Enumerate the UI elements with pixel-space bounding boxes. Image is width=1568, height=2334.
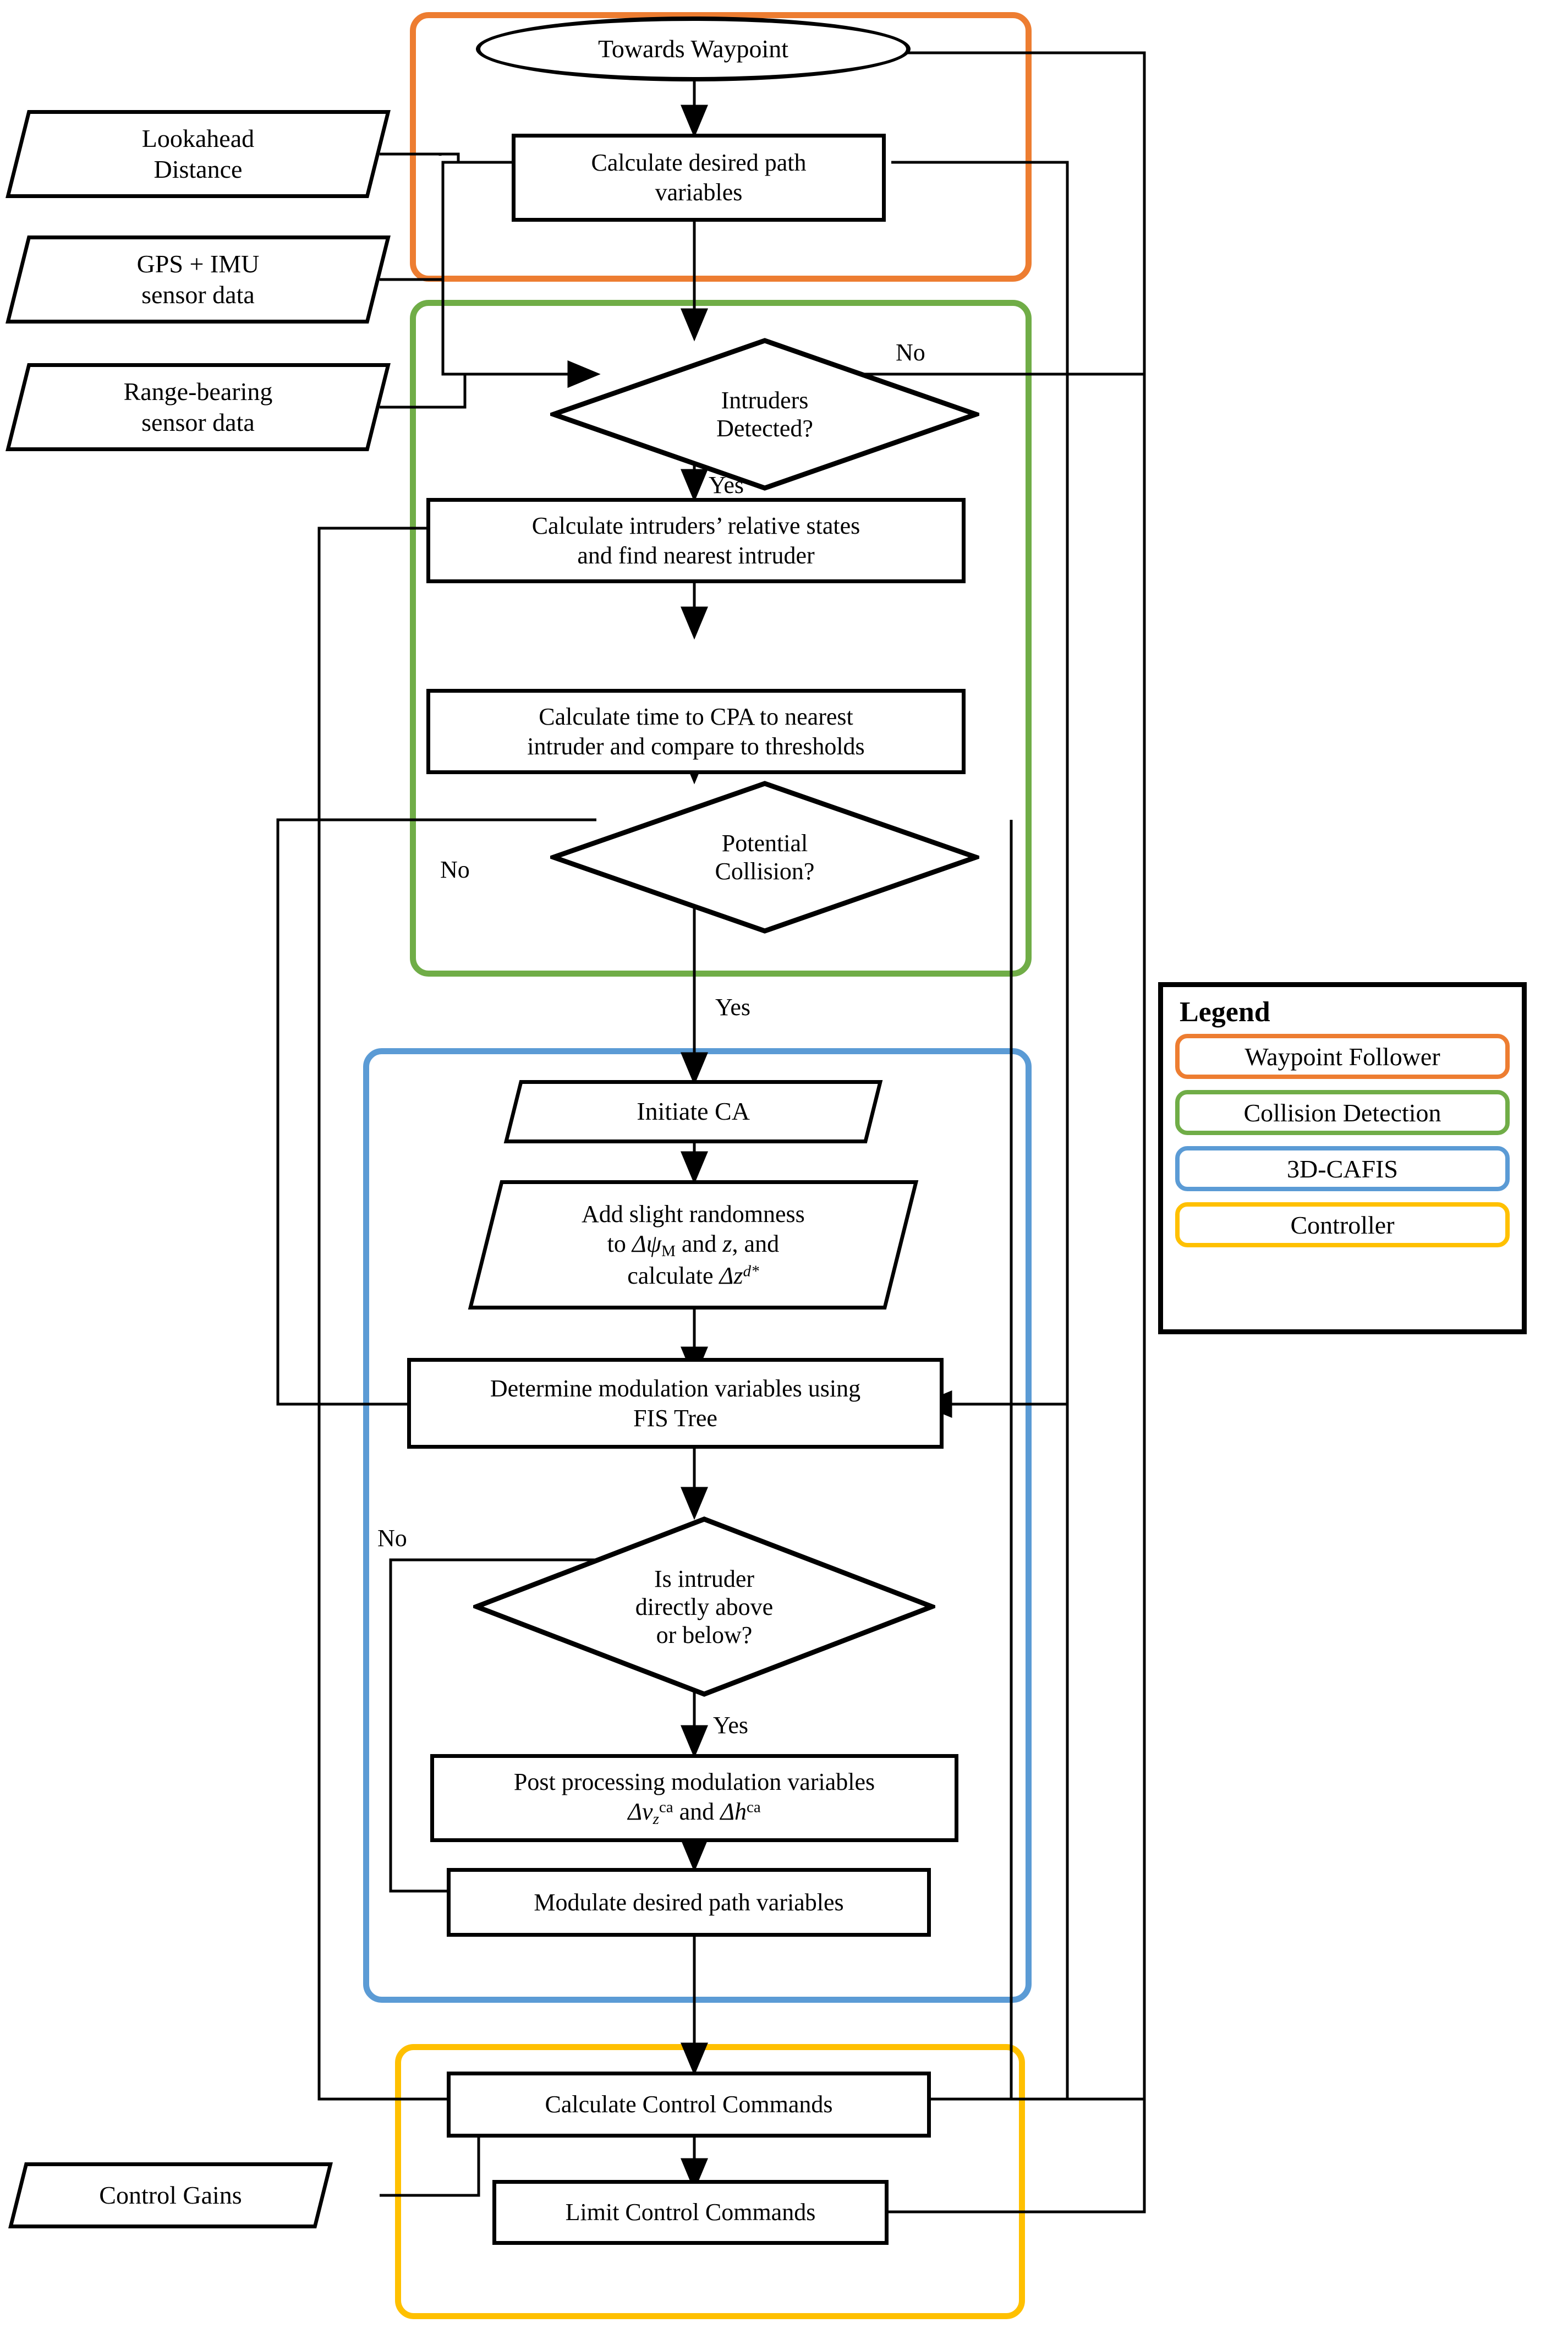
add-randomness-line2: to ΔψM and z, and [607, 1230, 780, 1260]
calc-desired-path-line2: variables [655, 179, 743, 206]
calc-cpa-line1: Calculate time to CPA to nearest [539, 703, 853, 730]
legend-panel: Legend Waypoint Follower Collision Detec… [1158, 982, 1527, 1334]
post-processing-line2: Δvzca and Δhca [628, 1798, 761, 1828]
node-is-intruder-above-below: Is intruder directly above or below? [473, 1516, 935, 1697]
edge-label-intruders-no: No [896, 339, 925, 366]
node-add-slight-randomness: Add slight randomness to ΔψM and z, and … [468, 1180, 919, 1310]
node-initiate-ca: Initiate CA [503, 1080, 883, 1143]
node-calculate-time-to-cpa: Calculate time to CPA to nearest intrude… [426, 689, 966, 774]
initiate-ca-label: Initiate CA [637, 1097, 750, 1126]
input-control-gains-label: Control Gains [99, 2180, 242, 2209]
node-calculate-control-commands: Calculate Control Commands [447, 2072, 931, 2138]
input-range-bearing-line1: Range-bearing [123, 377, 273, 406]
calc-rel-states-line2: and find nearest intruder [577, 541, 815, 569]
calc-control-label: Calculate Control Commands [545, 2091, 833, 2118]
node-determine-modulation-variables: Determine modulation variables using FIS… [407, 1358, 944, 1449]
add-randomness-line3: calculate Δzd* [627, 1262, 759, 1289]
legend-item-waypoint-follower: Waypoint Follower [1175, 1034, 1510, 1079]
calc-cpa-line2: intruder and compare to thresholds [527, 732, 865, 760]
input-control-gains: Control Gains [8, 2162, 333, 2228]
legend-item-3d-cafis: 3D-CAFIS [1175, 1146, 1510, 1191]
input-gps-imu-line2: sensor data [141, 281, 255, 309]
node-limit-control-commands: Limit Control Commands [492, 2180, 889, 2245]
input-gps-imu-line1: GPS + IMU [136, 249, 260, 278]
post-processing-line1: Post processing modulation variables [513, 1768, 875, 1795]
determine-modulation-line2: FIS Tree [633, 1404, 717, 1432]
input-range-bearing-line2: sensor data [141, 408, 255, 436]
input-gps-imu: GPS + IMU sensor data [6, 235, 391, 324]
input-range-bearing: Range-bearing sensor data [6, 363, 391, 451]
edge-label-collision-yes: Yes [715, 994, 751, 1021]
legend-label-controller: Controller [1290, 1210, 1395, 1239]
diamond-shape [550, 781, 979, 934]
diamond-shape [473, 1516, 935, 1697]
legend-label-collision-detection: Collision Detection [1243, 1098, 1441, 1127]
input-lookahead-line2: Distance [153, 155, 243, 183]
node-calculate-relative-states: Calculate intruders’ relative states and… [426, 498, 966, 583]
legend-item-controller: Controller [1175, 1202, 1510, 1247]
edge-label-collision-no: No [440, 856, 470, 883]
determine-modulation-line1: Determine modulation variables using [490, 1374, 861, 1402]
add-randomness-line1: Add slight randomness [582, 1200, 805, 1228]
legend-title: Legend [1180, 996, 1270, 1028]
node-calculate-desired-path: Calculate desired path variables [512, 134, 886, 222]
limit-control-label: Limit Control Commands [565, 2199, 816, 2226]
edge-label-intruders-yes: Yes [709, 472, 744, 498]
input-lookahead-line1: Lookahead [141, 124, 255, 152]
diamond-shape [550, 338, 979, 491]
towards-waypoint-label: Towards Waypoint [597, 34, 789, 63]
node-post-processing: Post processing modulation variables Δvz… [430, 1754, 958, 1842]
node-modulate-desired-path: Modulate desired path variables [447, 1868, 931, 1937]
modulate-path-label: Modulate desired path variables [534, 1888, 844, 1916]
edge-label-above-below-yes: Yes [713, 1712, 749, 1739]
input-lookahead-distance: Lookahead Distance [6, 110, 391, 198]
node-potential-collision: Potential Collision? [550, 780, 979, 934]
edge-label-above-below-no: No [377, 1525, 407, 1552]
calc-desired-path-line1: Calculate desired path [591, 149, 807, 177]
legend-label-waypoint-follower: Waypoint Follower [1244, 1042, 1440, 1071]
legend-label-3d-cafis: 3D-CAFIS [1287, 1154, 1398, 1183]
calc-rel-states-line1: Calculate intruders’ relative states [531, 512, 860, 539]
legend-item-collision-detection: Collision Detection [1175, 1090, 1510, 1135]
node-towards-waypoint: Towards Waypoint [476, 17, 911, 81]
